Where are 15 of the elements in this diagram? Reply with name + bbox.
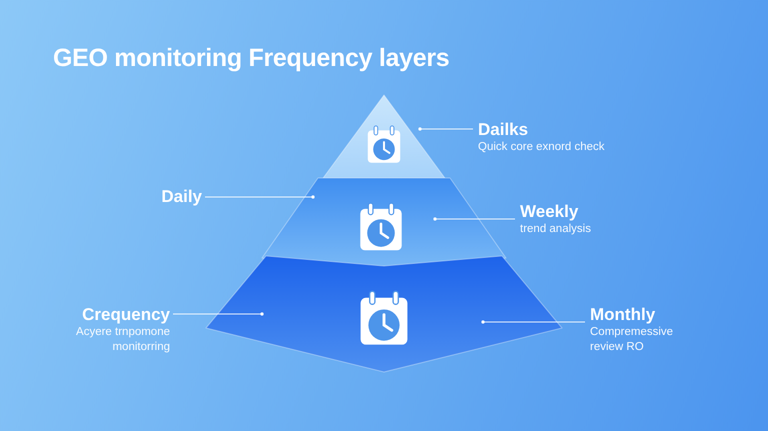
leader-line bbox=[418, 127, 474, 131]
tier-heading: Crequency bbox=[82, 304, 170, 325]
tier-description: Quick core exnord check bbox=[478, 140, 605, 155]
tier-heading: Weekly bbox=[520, 201, 578, 222]
tier-description: trend analysis bbox=[520, 222, 591, 237]
title: GEO monitoring Frequency layers bbox=[53, 44, 450, 73]
leader-line bbox=[204, 195, 315, 199]
tier-description: Acyere trnpomone monitorring bbox=[75, 325, 170, 355]
tier-description: Compremessive review RO bbox=[590, 325, 674, 355]
tier-heading: Dailks bbox=[478, 119, 528, 140]
tier-heading: Monthly bbox=[590, 304, 656, 325]
leader-line bbox=[481, 320, 586, 324]
tier-heading: Daily bbox=[161, 186, 202, 207]
leader-line bbox=[433, 217, 516, 221]
leader-line bbox=[172, 312, 264, 316]
